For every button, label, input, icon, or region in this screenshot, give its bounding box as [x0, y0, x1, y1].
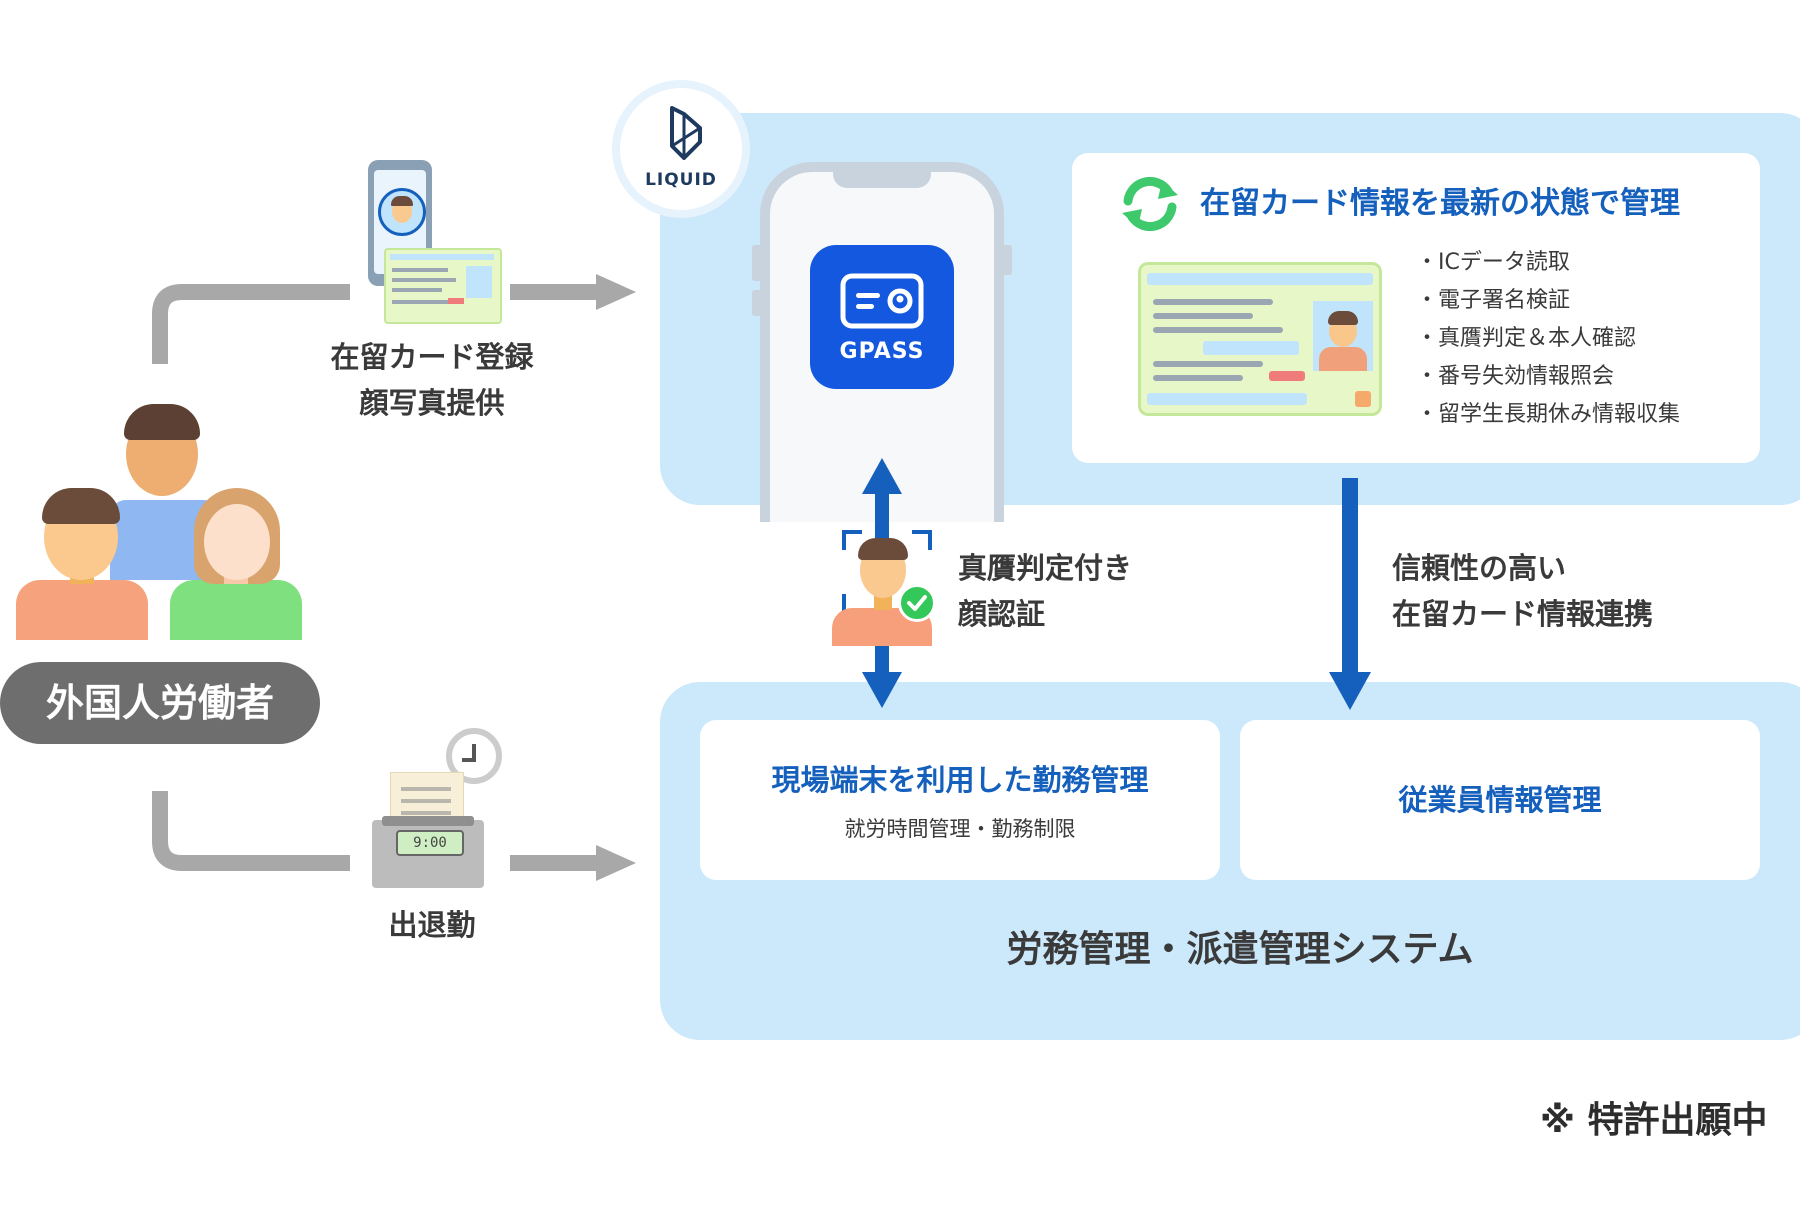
card-highlight — [1203, 341, 1299, 355]
person-hair — [858, 538, 908, 560]
feature-signature: 電子署名検証 — [1416, 282, 1680, 320]
foreign-workers-illustration — [14, 400, 314, 640]
register-card-photo — [466, 266, 492, 298]
worker-hair-back — [124, 404, 200, 440]
card-management-title: 在留カード情報を最新の状態で管理 — [1200, 186, 1680, 221]
site-terminal-subtitle: 就労時間管理・勤務制限 — [844, 817, 1076, 841]
phone-side-button — [752, 290, 760, 316]
worker-head-right — [204, 504, 270, 580]
register-flow-arrow — [152, 274, 636, 364]
attendance-label: 出退勤 — [388, 908, 476, 942]
register-card — [384, 248, 502, 324]
register-card-line — [392, 288, 442, 292]
data-link-label: 信頼性の高い 在留カード情報連携 — [1392, 545, 1653, 637]
patent-note: ※ 特許出願中 — [1540, 1100, 1768, 1141]
card-text-line — [1153, 299, 1273, 305]
clock-face-icon — [446, 728, 502, 784]
worker-label-pill: 外国人労働者 — [0, 662, 320, 744]
site-terminal-title: 現場端末を利用した勤務管理 — [771, 763, 1149, 797]
card-text-line — [1153, 313, 1253, 319]
time-clock-slot — [382, 816, 474, 826]
phone-notch — [833, 162, 931, 188]
slip-line — [401, 811, 451, 815]
face-auth-line2: 顔認証 — [958, 597, 1046, 631]
scan-frame-corner — [912, 530, 932, 550]
card-text-line — [1153, 327, 1283, 333]
site-terminal-card — [700, 720, 1220, 880]
check-badge-icon — [898, 584, 936, 622]
photo-person-body — [1319, 347, 1367, 371]
time-clock-illustration: 9:00 — [370, 728, 510, 888]
register-face-circle — [378, 188, 426, 236]
liquid-logo-icon — [670, 106, 702, 160]
time-clock-display: 9:00 — [396, 830, 464, 856]
face-auth-line1: 真贋判定付き — [958, 551, 1133, 585]
clock-hand — [472, 744, 476, 760]
worker-hair-left — [42, 488, 120, 524]
feature-authenticity: 真贋判定＆本人確認 — [1416, 320, 1680, 358]
register-line2: 顔写真提供 — [359, 386, 505, 420]
card-feature-list: ICデータ読取 電子署名検証 真贋判定＆本人確認 番号失効情報照会 留学生長期休… — [1416, 244, 1680, 434]
worker-body-left — [16, 580, 148, 640]
card-orange-mark — [1355, 391, 1371, 407]
data-link-arrow — [1329, 478, 1371, 710]
card-text-line — [1153, 361, 1263, 367]
liquid-logo-badge: LIQUID — [612, 80, 750, 218]
feature-ic-read: ICデータ読取 — [1416, 244, 1680, 282]
gpass-app-icon[interactable]: GPASS — [810, 245, 954, 389]
residence-card-illustration — [1138, 262, 1382, 416]
register-face-hair — [391, 196, 413, 206]
register-label: 在留カード登録 顔写真提供 — [300, 334, 564, 426]
sync-refresh-icon — [1122, 177, 1178, 231]
card-red-mark — [1269, 371, 1305, 381]
data-link-line1: 信頼性の高い — [1392, 551, 1567, 585]
register-card-line — [392, 300, 452, 304]
attendance-flow-arrow — [152, 791, 636, 881]
data-link-line2: 在留カード情報連携 — [1392, 597, 1654, 631]
id-card-icon — [840, 273, 924, 329]
worker-body-right — [170, 580, 302, 640]
register-card-line — [392, 278, 456, 282]
clock-hand — [462, 758, 476, 762]
liquid-logo-text: LIQUID — [645, 170, 717, 190]
slip-line — [401, 787, 451, 791]
scan-frame-corner — [842, 530, 862, 550]
card-footer-strip — [1147, 393, 1307, 405]
feature-student-info: 留学生長期休み情報収集 — [1416, 396, 1680, 434]
register-card-line — [392, 268, 448, 272]
phone-side-button — [1004, 245, 1012, 275]
register-card-red — [448, 298, 464, 304]
employee-info-title: 従業員情報管理 — [1398, 783, 1602, 817]
registration-phone-illustration — [366, 160, 502, 324]
face-auth-illustration — [830, 528, 940, 646]
photo-person-hair — [1328, 311, 1358, 325]
gpass-app-label: GPASS — [839, 339, 925, 364]
feature-number-check: 番号失効情報照会 — [1416, 358, 1680, 396]
card-header-strip — [1147, 273, 1373, 285]
system-label: 労務管理・派遣管理システム — [1006, 929, 1474, 970]
employee-info-card — [1240, 720, 1760, 880]
register-line1: 在留カード登録 — [330, 340, 534, 374]
person-neck — [874, 594, 892, 610]
face-auth-label: 真贋判定付き 顔認証 — [958, 545, 1132, 637]
slip-line — [401, 799, 451, 803]
phone-side-button — [752, 245, 760, 281]
worker-label: 外国人労働者 — [45, 681, 274, 725]
card-photo — [1313, 301, 1373, 371]
register-card-strip — [390, 254, 494, 260]
card-text-line — [1153, 375, 1243, 381]
